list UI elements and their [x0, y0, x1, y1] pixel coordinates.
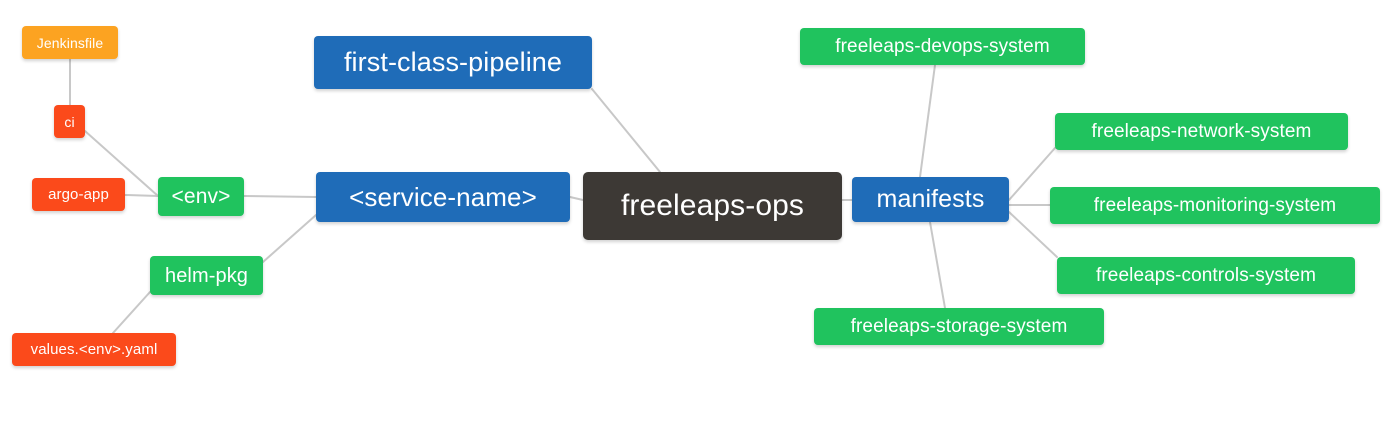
mindmap-node-jenkinsfile[interactable]: Jenkinsfile — [22, 26, 118, 59]
edge-env-to-service-name — [243, 195, 317, 198]
edge-manifests-to-freeleaps-devops-system — [919, 64, 936, 178]
edge-argo-app-to-env — [124, 194, 159, 197]
mindmap-node-label: freeleaps-devops-system — [835, 36, 1050, 57]
mindmap-node-freeleaps-network-system[interactable]: freeleaps-network-system — [1055, 113, 1348, 150]
mindmap-node-helm-pkg[interactable]: helm-pkg — [150, 256, 263, 295]
edge-helm-pkg-to-values-yaml — [112, 291, 151, 334]
mindmap-node-label: helm-pkg — [164, 264, 249, 287]
mindmap-node-env[interactable]: <env> — [158, 177, 244, 216]
mindmap-node-service-name[interactable]: <service-name> — [316, 172, 570, 222]
mindmap-node-label: freeleaps-monitoring-system — [1093, 195, 1337, 216]
mindmap-node-label: Jenkinsfile — [36, 34, 104, 51]
mindmap-node-label: freeleaps-ops — [620, 189, 805, 222]
mindmap-node-argo-app[interactable]: argo-app — [32, 178, 125, 211]
mindmap-node-label: freeleaps-controls-system — [1095, 265, 1317, 286]
edge-manifests-to-freeleaps-storage-system — [929, 221, 946, 309]
mindmap-node-label: values.<env>.yaml — [30, 341, 158, 358]
mindmap-node-freeleaps-storage-system[interactable]: freeleaps-storage-system — [814, 308, 1104, 345]
mindmap-node-manifests[interactable]: manifests — [852, 177, 1009, 222]
mindmap-node-ci[interactable]: ci — [54, 105, 85, 138]
edge-service-name-to-freeleaps-ops — [569, 196, 584, 201]
edge-service-name-to-helm-pkg — [262, 214, 317, 263]
mindmap-node-label: first-class-pipeline — [343, 47, 563, 77]
mindmap-node-freeleaps-controls-system[interactable]: freeleaps-controls-system — [1057, 257, 1355, 294]
mindmap-node-label: manifests — [876, 185, 985, 213]
mindmap-node-freeleaps-devops-system[interactable]: freeleaps-devops-system — [800, 28, 1085, 65]
mindmap-node-label: <service-name> — [349, 182, 537, 212]
mindmap-node-label: freeleaps-storage-system — [850, 316, 1068, 337]
mindmap-node-freeleaps-monitoring-system[interactable]: freeleaps-monitoring-system — [1050, 187, 1380, 224]
mindmap-node-label: <env> — [171, 185, 231, 208]
mindmap-node-label: freeleaps-network-system — [1091, 121, 1312, 142]
mindmap-node-label: ci — [64, 113, 75, 130]
edge-manifests-to-freeleaps-network-system — [1008, 147, 1056, 201]
mindmap-node-freeleaps-ops[interactable]: freeleaps-ops — [583, 172, 842, 240]
edge-first-class-pipeline-to-freeleaps-ops — [591, 88, 661, 173]
mindmap-node-first-class-pipeline[interactable]: first-class-pipeline — [314, 36, 592, 89]
mindmap-node-label: argo-app — [48, 186, 109, 203]
mindmap-node-values-yaml[interactable]: values.<env>.yaml — [12, 333, 176, 366]
